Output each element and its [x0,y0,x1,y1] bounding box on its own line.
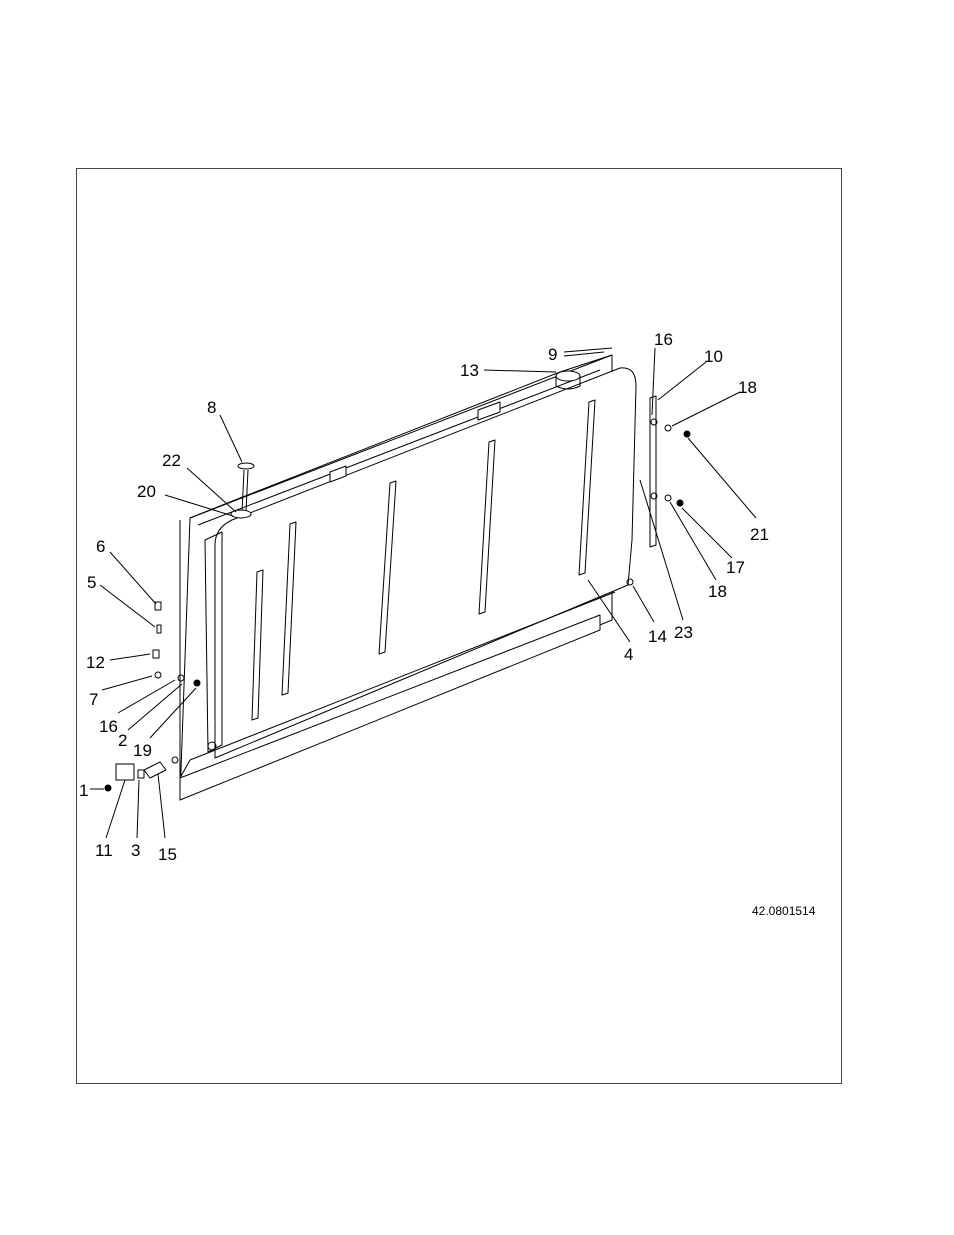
callout-17: 17 [726,558,745,577]
callout-13: 13 [460,361,479,380]
callout-18-top: 18 [738,378,757,397]
callout-10: 10 [704,347,723,366]
callout-16-bottom: 16 [99,717,118,736]
fittings [104,418,691,792]
callout-labels: 9 13 16 10 18 8 22 20 21 6 17 5 18 14 23… [79,330,769,864]
callout-7: 7 [89,690,98,709]
callout-9: 9 [548,345,557,364]
callout-2: 2 [118,731,127,750]
callout-21: 21 [750,525,769,544]
callout-8: 8 [207,398,216,417]
callout-23: 23 [674,623,693,642]
callout-1: 1 [79,781,88,800]
callout-5: 5 [87,573,96,592]
callout-16-top: 16 [654,330,673,349]
leader-lines [90,347,757,839]
callout-22: 22 [162,451,181,470]
callout-15: 15 [158,845,177,864]
callout-19: 19 [133,741,152,760]
callout-18-bottom: 18 [708,582,727,601]
tank-body [179,354,637,801]
drawing-number: 42.0801514 [752,904,816,918]
callout-12: 12 [86,653,105,672]
callout-4: 4 [624,645,633,664]
callout-3: 3 [131,841,140,860]
callout-20: 20 [137,482,156,501]
callout-6: 6 [96,537,105,556]
drawing-frame [76,168,842,1084]
side-bracket [649,395,657,548]
callout-14: 14 [648,627,667,646]
callout-11: 11 [95,841,113,860]
